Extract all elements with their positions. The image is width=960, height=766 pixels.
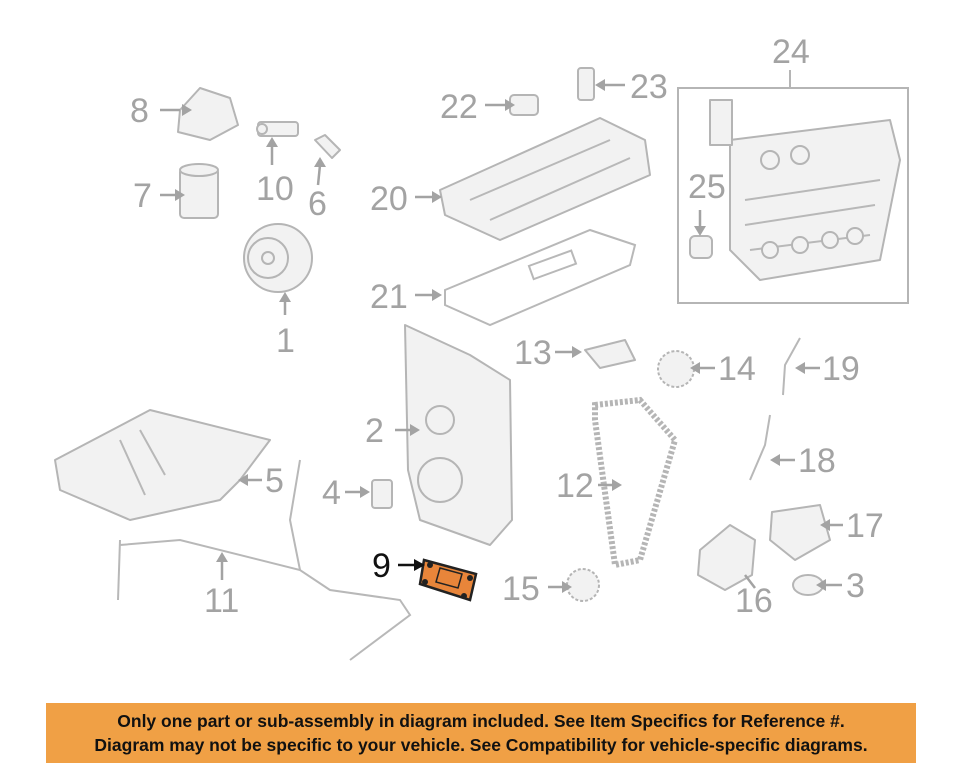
gasket-9-highlighted-part [418, 558, 478, 602]
sprocket-15-part [566, 568, 600, 602]
label-3: 3 [846, 567, 865, 605]
label-16: 16 [735, 582, 773, 620]
gasket-25-part [689, 235, 713, 259]
label-17: 17 [846, 507, 884, 545]
disclaimer-line-2: Diagram may not be specific to your vehi… [94, 735, 868, 755]
label-7: 7 [133, 177, 152, 215]
cover-8-part [177, 87, 239, 141]
sensor-10-part [256, 121, 299, 137]
dipstick-19-part [782, 337, 801, 396]
label-15: 15 [502, 570, 540, 608]
sprocket-14-part [657, 350, 695, 388]
label-24: 24 [772, 33, 810, 71]
label-25: 25 [688, 168, 726, 206]
label-1: 1 [276, 322, 295, 360]
valve-cover-20-part [439, 117, 651, 241]
disclaimer-line-1: Only one part or sub-assembly in diagram… [117, 711, 845, 731]
label-13: 13 [514, 334, 552, 372]
label-6: 6 [308, 185, 327, 223]
timing-cover-2-part [404, 324, 513, 546]
tensioner-13-part [584, 339, 636, 369]
sensor-6-part [314, 134, 341, 159]
oil-pump-16-part [697, 524, 756, 591]
label-2: 2 [365, 412, 384, 450]
sensor-4-part [371, 479, 393, 509]
label-20: 20 [370, 180, 408, 218]
label-4: 4 [322, 474, 341, 512]
label-18: 18 [798, 442, 836, 480]
disclaimer-banner: Only one part or sub-assembly in diagram… [46, 703, 916, 763]
label-5: 5 [265, 462, 284, 500]
label-11: 11 [204, 582, 239, 620]
intake-manifold-part [709, 99, 901, 281]
valve-cover-gasket-21-part [444, 228, 637, 327]
label-9-highlighted: 9 [372, 547, 391, 585]
leader-arrows [160, 79, 843, 593]
label-22: 22 [440, 88, 478, 126]
timing-chain-12-part [592, 396, 679, 569]
wiring-11-part [117, 538, 412, 661]
pcv-valve-23-part [577, 67, 595, 101]
label-14: 14 [718, 350, 756, 388]
label-19: 19 [822, 350, 860, 388]
label-23: 23 [630, 68, 668, 106]
tube-18-part [749, 414, 771, 481]
parts-diagram: 8 7 10 6 1 20 22 23 24 25 21 2 13 14 19 … [54, 33, 909, 661]
pulley-1-part [243, 223, 313, 293]
bracket-17-part [769, 504, 831, 561]
oil-filter-7-part [179, 163, 219, 219]
label-8: 8 [130, 92, 149, 130]
oil-pan-5-part [54, 409, 271, 521]
label-10: 10 [256, 170, 294, 208]
intake-manifold-box [677, 87, 909, 304]
label-21: 21 [370, 278, 408, 316]
label-12: 12 [556, 467, 594, 505]
